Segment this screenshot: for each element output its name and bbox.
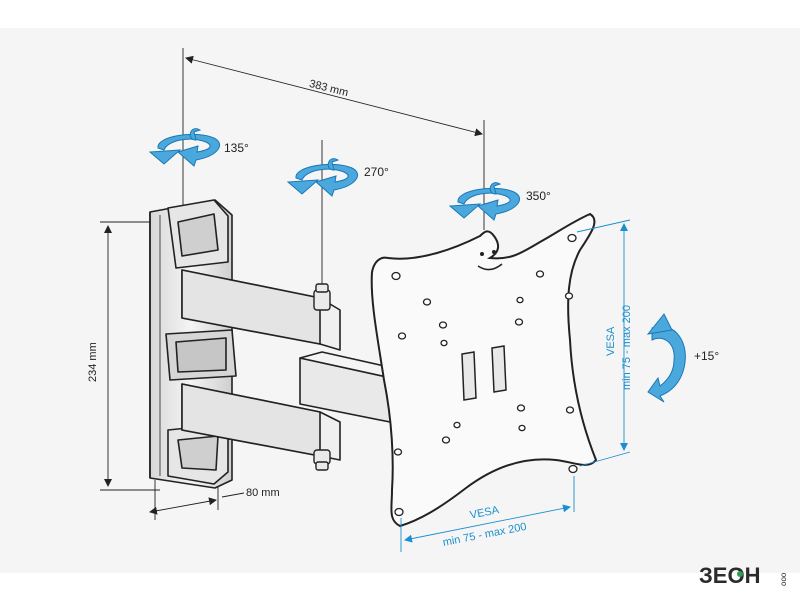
vesa-v-title: VESA	[605, 326, 617, 356]
zeon-logo: ЗЕОН ооо	[699, 563, 788, 588]
mounting-holes	[391, 233, 578, 517]
tilt-arrow: +15°	[646, 313, 719, 403]
vesa-plate	[370, 212, 598, 528]
middle-joint-pivots	[313, 283, 331, 471]
middle-joint-angle: 270°	[364, 165, 389, 179]
logo-green-dot	[737, 571, 743, 577]
arm-connector	[165, 329, 237, 381]
height-label: 234 mm	[87, 342, 99, 382]
center-slots	[461, 345, 507, 401]
vesa-vertical-dimension: VESA min 75 - max 200	[576, 219, 633, 467]
rotation-arrow-wall: 135°	[148, 128, 249, 167]
vesa-v-range: min 75 - max 200	[621, 305, 633, 390]
upper-arm	[181, 269, 341, 351]
plate-face-eye-left	[480, 252, 484, 256]
logo-text: ЗЕОН	[699, 563, 760, 588]
wall-joint-angle: 135°	[224, 141, 249, 155]
height-dimension: 234 mm	[87, 221, 160, 491]
rotation-arrow-middle: 270°	[286, 158, 389, 197]
depth-dimension: 80 mm	[149, 478, 280, 520]
lower-arm	[181, 383, 341, 461]
plate-face-eye-right	[492, 250, 496, 254]
logo-suffix: ооо	[779, 572, 788, 586]
tilt-angle: +15°	[694, 349, 719, 363]
depth-label: 80 mm	[246, 487, 280, 499]
rotation-arrow-plate: 350°	[448, 182, 551, 221]
plate-swivel-angle: 350°	[526, 189, 551, 203]
vesa-h-title: VESA	[469, 504, 501, 522]
plate-face-smile	[477, 263, 503, 271]
